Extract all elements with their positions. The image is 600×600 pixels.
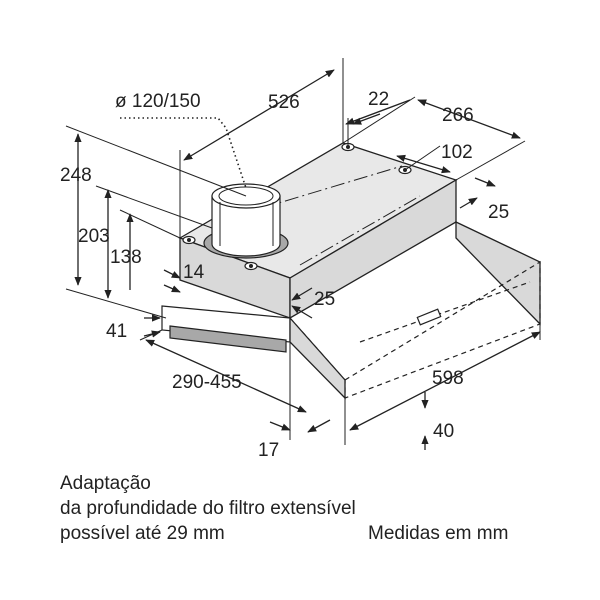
- label-526: 526: [268, 92, 300, 113]
- label-266: 266: [442, 105, 474, 126]
- label-25-front: 25: [314, 289, 335, 310]
- label-duct-diameter: ø 120/150: [115, 91, 201, 112]
- duct-connector: [203, 183, 289, 259]
- dimension-lines: [65, 58, 541, 450]
- label-248: 248: [60, 165, 92, 186]
- label-25-right: 25: [488, 202, 509, 223]
- label-598: 598: [432, 368, 464, 389]
- caption-line-3: possível até 29 mm: [60, 523, 225, 544]
- label-40: 40: [433, 421, 454, 442]
- label-17: 17: [258, 440, 279, 461]
- caption-line-1: Adaptação: [60, 473, 151, 494]
- label-22: 22: [368, 89, 389, 110]
- dimension-labels: ø 120/150 526 22 266 102 25 248 203 138 …: [60, 89, 509, 461]
- label-41: 41: [106, 321, 127, 342]
- units-note: Medidas em mm: [368, 523, 509, 544]
- label-138: 138: [110, 247, 142, 268]
- label-203: 203: [78, 226, 110, 247]
- label-102: 102: [441, 142, 473, 163]
- label-14: 14: [183, 262, 205, 283]
- label-290-455: 290-455: [172, 372, 242, 393]
- caption-line-2: da profundidade do filtro extensível: [60, 498, 356, 519]
